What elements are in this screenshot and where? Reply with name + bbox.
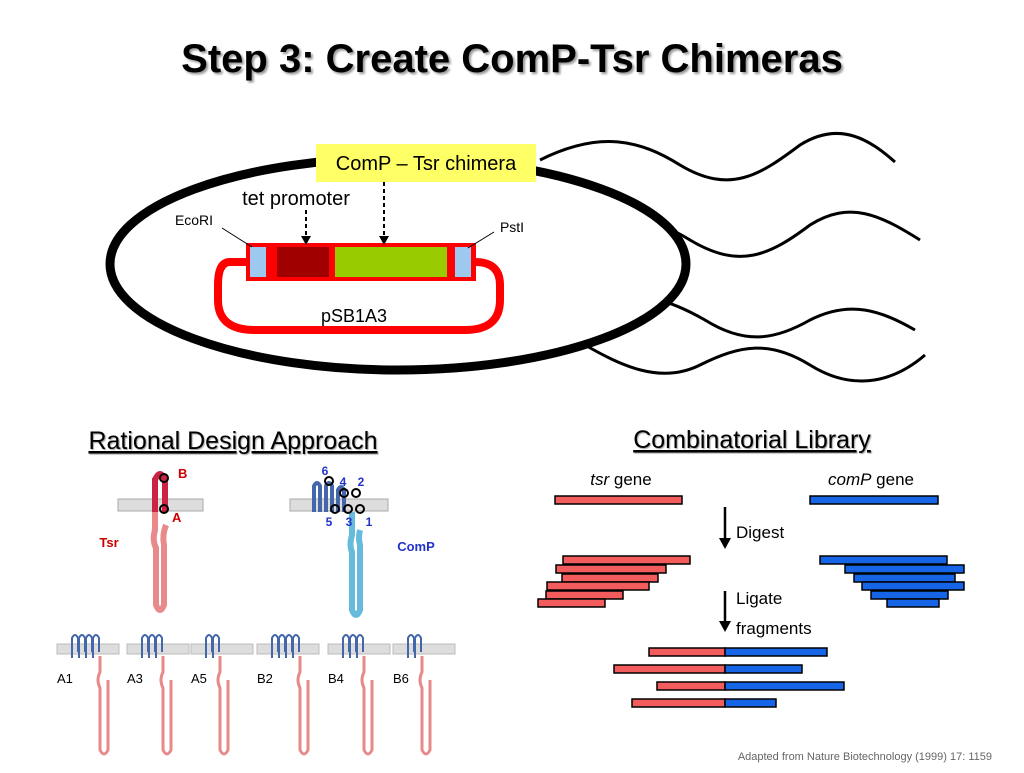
chimera-label: ComP – Tsr chimera: [336, 153, 517, 175]
comp-site-1: 1: [366, 515, 373, 529]
promoter-label: tet promoter: [242, 188, 350, 210]
plasmid-loop: [214, 258, 504, 334]
comp-fragments: [819, 555, 965, 608]
chimera-variant-label: A5: [191, 671, 207, 686]
tsr-receptor: [117, 471, 204, 613]
tsr-gene-label: tsr gene: [590, 470, 651, 489]
site-b-label: B: [178, 466, 187, 481]
chimera-variant-a1: A1: [56, 634, 120, 756]
digest-label: Digest: [736, 523, 784, 542]
ecori-label: EcoRI: [175, 212, 213, 228]
chimera-variant-label: A1: [57, 671, 73, 686]
combinatorial-heading: Combinatorial Library: [633, 426, 871, 454]
plasmid-insert: [246, 243, 476, 281]
ligate-label-1: Ligate: [736, 589, 782, 608]
comp-site-3: 3: [346, 515, 353, 529]
citation: Adapted from Nature Biotechnology (1999)…: [738, 751, 992, 763]
chimera-variant-label: B4: [328, 671, 344, 686]
psti-label: PstI: [500, 219, 524, 235]
site-a-label: A: [172, 510, 182, 525]
ecori-site-block: [250, 247, 266, 277]
psti-pointer: [467, 231, 495, 249]
chimera-variant-label: A3: [127, 671, 143, 686]
plasmid-label: pSB1A3: [321, 306, 387, 326]
page-title: Step 3: Create ComP-Tsr Chimeras: [181, 37, 843, 81]
chimera-label-highlight: [316, 144, 536, 182]
chimera-variant-b2: B2: [256, 634, 320, 756]
comp-label: ComP: [397, 539, 435, 554]
chimera-variant-b6: B6: [392, 634, 456, 756]
chimera-variant-a5: A5: [190, 634, 254, 756]
rational-heading: Rational Design Approach: [88, 427, 377, 455]
comp-receptor: [289, 476, 389, 618]
chimera-variants: A1 A3 A5 B2 B4 B6: [56, 634, 456, 756]
comp-site-4: 4: [340, 475, 347, 489]
tsr-fragments: [537, 555, 691, 608]
comp-site-5: 5: [326, 515, 333, 529]
chimera-gene-block: [335, 247, 447, 277]
chimera-variant-label: B6: [393, 671, 409, 686]
tsr-gene-bar: [554, 495, 683, 505]
comp-site-2: 2: [358, 475, 365, 489]
chimera-variant-a3: A3: [126, 634, 190, 756]
comp-site-6: 6: [322, 464, 329, 478]
chimera-variant-label: B2: [257, 671, 273, 686]
tet-promoter-block: [277, 247, 329, 277]
psti-site-block: [455, 247, 471, 277]
comp-gene-label: comP gene: [828, 470, 914, 489]
tsr-label: Tsr: [99, 535, 118, 550]
ligated-fragments: [613, 647, 845, 708]
chimera-variant-b4: B4: [327, 634, 391, 756]
ligate-label-2: fragments: [736, 619, 812, 638]
comp-gene-bar: [809, 495, 939, 505]
ecori-pointer: [221, 227, 253, 248]
